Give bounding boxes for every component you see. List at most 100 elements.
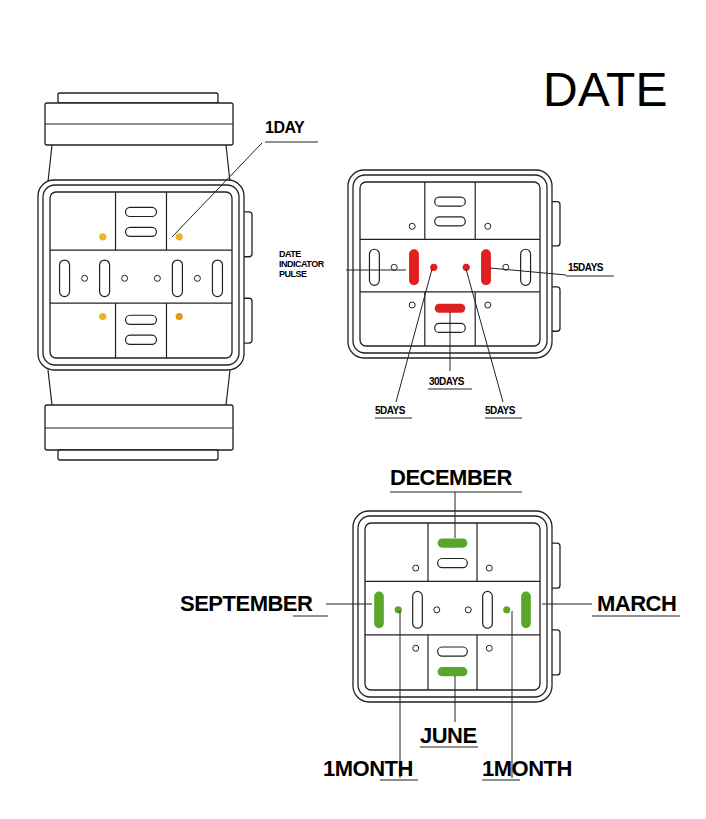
face-divider [365,634,540,635]
watch-face [365,523,540,690]
callout-label: SEPTEMBER [180,592,312,616]
callout-label: MARCH [597,592,676,616]
led-dot [485,223,491,229]
lit-segment [409,249,419,285]
callout-label: 1DAY [265,119,304,137]
face-divider [427,523,428,581]
slot [483,591,493,628]
face-divider [424,292,425,346]
watch-case [38,180,244,370]
callout-label: 5DAYS [375,405,405,416]
slot [438,647,468,656]
led-dot [413,565,419,571]
slot [126,335,157,344]
face-divider [365,581,540,582]
strap-lug [48,370,52,405]
leader-line [400,611,401,778]
led-dot [82,275,88,281]
face-divider [360,239,540,240]
lit-segment [481,249,491,285]
leader-line [428,389,472,390]
callout-label: 5DAYS [485,405,515,416]
led-dot [391,264,397,270]
callout-label: 30DAYS [429,376,464,387]
strap-end [58,450,218,460]
leader-line [542,604,592,605]
callout-label: JUNE [420,724,477,748]
leader-line [566,276,614,277]
face-divider [475,182,476,239]
lit-dot [99,233,106,240]
leader-line [455,676,456,722]
slot [100,260,110,297]
led-dot [409,223,415,229]
led-dot [122,275,128,281]
lit-segment [435,304,466,313]
watch-face [50,192,232,358]
face-divider [50,250,232,251]
led-dot [413,645,419,651]
face-divider [360,291,540,292]
led-dot [485,302,491,308]
leader-line [512,611,513,778]
face-divider [50,303,232,304]
slot [126,315,157,324]
leader-line [490,268,566,275]
led-dot [434,607,440,613]
strap-lug [48,145,52,182]
leader-line [455,492,456,538]
leader-line [326,604,372,605]
lit-dot [99,313,106,320]
watch-bezel [358,516,547,697]
slot [60,260,70,297]
watch-case [353,511,552,702]
lit-segment [438,667,468,676]
slot [521,249,531,285]
slot [435,217,466,226]
face-divider [427,635,428,690]
face-divider [424,182,425,239]
leader-line [346,270,406,271]
leader-line [265,142,318,143]
lit-dot [395,606,402,613]
slot [369,249,379,285]
leader-line [450,312,451,371]
slot [413,591,423,628]
face-divider [166,303,167,358]
strap-line [45,428,233,429]
lit-segment [374,591,384,628]
lit-segment [438,538,468,547]
led-dot [465,607,471,613]
face-divider [115,303,116,358]
led-dot [486,645,492,651]
face-divider [166,192,167,250]
led-dot [194,275,200,281]
slot [212,260,222,297]
lit-dot [176,313,183,320]
lit-dot [176,233,183,240]
callout-label: 1MONTH [323,757,413,781]
slot [126,207,157,216]
callout-label: DATE INDICATOR PULSE [279,250,335,280]
watch-bezel [43,185,239,365]
leader-line [172,143,262,237]
callout-label: 1MONTH [482,757,572,781]
slot [126,227,157,236]
lit-segment [521,591,531,628]
strap-end [58,93,218,103]
face-divider [115,192,116,250]
callout-label: 15DAYS [568,262,603,273]
led-dot [409,302,415,308]
leader-line [485,418,522,419]
leader-line [396,269,432,402]
strap-line [45,124,233,125]
leader-line [390,492,522,493]
leader-line [466,269,503,402]
page-title: DATE [543,66,667,114]
face-divider [476,523,477,581]
strap-link [45,405,233,450]
led-dot [154,275,160,281]
callout-label: DECEMBER [390,466,512,490]
led-dot [486,565,492,571]
